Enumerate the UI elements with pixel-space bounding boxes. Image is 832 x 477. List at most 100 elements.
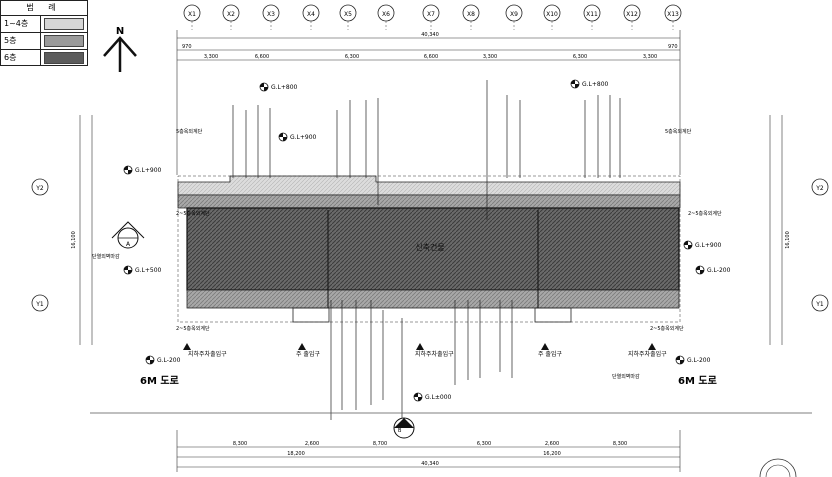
grid-bubble-x5: X5 xyxy=(339,4,357,30)
level-label: G.L±000 xyxy=(425,394,452,401)
grid-label: X10 xyxy=(546,11,558,18)
grid-label: X6 xyxy=(382,11,390,18)
dim-top-sub-left: 970 xyxy=(182,44,192,50)
dim-bot-seg-4: 6,300 xyxy=(477,441,491,447)
section-marker-bottom: B xyxy=(393,417,415,439)
side-note-8: 단열외벽마감 xyxy=(612,373,640,380)
level-marker-gl-000: G.L±000 xyxy=(413,392,452,402)
grid-bubble-x12: X12 xyxy=(623,4,641,30)
legend-swatch-3 xyxy=(44,52,84,64)
level-marker-gl-800-left: G.L+800 xyxy=(259,82,298,92)
stamp-icon xyxy=(759,458,797,477)
dim-bot-seg-5: 2,600 xyxy=(545,441,559,447)
dim-top-seg-6: 6,300 xyxy=(573,54,587,60)
entrance-right: 지하주차출입구 xyxy=(628,350,667,358)
grid-label: X9 xyxy=(510,11,518,18)
dim-top-seg-2: 6,600 xyxy=(255,54,269,60)
dim-top-seg-1: 3,300 xyxy=(204,54,218,60)
dim-bot-seg-3: 8,700 xyxy=(373,441,387,447)
legend-label-1: 1~4층 xyxy=(1,16,41,32)
level-marker-gl-800-right: G.L+800 xyxy=(570,79,609,89)
side-note-4: 2~5층옥외계단 xyxy=(650,325,684,332)
level-label: G.L-200 xyxy=(707,267,731,274)
center-room-label: 신축건물 xyxy=(415,242,444,252)
grid-label: Y1 xyxy=(35,301,44,308)
entrance-main-2: 주 출입구 xyxy=(538,350,562,358)
grid-label: X1 xyxy=(188,11,196,18)
level-marker-gl-200-right: G.L-200 xyxy=(695,265,731,275)
grid-bubble-y2-l: Y2 xyxy=(31,178,49,196)
legend-row-2: 5층 xyxy=(1,33,87,50)
section-marker-left: A xyxy=(111,221,145,249)
dim-right-total: 16,100 xyxy=(785,231,791,249)
side-note-5: 5층옥외계단 xyxy=(176,128,203,135)
dim-bot-half-1: 18,200 xyxy=(287,451,305,457)
grid-label: Y2 xyxy=(815,185,824,192)
grid-bubble-x11: X11 xyxy=(583,4,601,30)
grid-bubble-y2-r: Y2 xyxy=(811,178,829,196)
grid-bubble-x7: X7 xyxy=(422,4,440,30)
bottom-dimensions xyxy=(176,430,681,472)
dim-top-seg-3: 6,300 xyxy=(345,54,359,60)
grid-bubble-x1: X1 xyxy=(183,4,201,30)
dim-bot-seg-1: 8,300 xyxy=(233,441,247,447)
dim-bot-seg-2: 2,600 xyxy=(305,441,319,447)
bottom-note-leaders xyxy=(330,300,513,425)
grid-label: X7 xyxy=(427,11,435,18)
road-label-right: 6M 도로 xyxy=(678,375,717,387)
north-arrow-icon: N xyxy=(103,26,137,72)
grid-label: X5 xyxy=(344,11,352,18)
dim-bot-total: 40,340 xyxy=(421,461,439,467)
legend-swatch-2 xyxy=(44,35,84,47)
grid-label: X12 xyxy=(626,11,638,18)
entrance-main: 주 출입구 xyxy=(296,350,320,358)
grid-bubble-y1-r: Y1 xyxy=(811,294,829,312)
side-note-1: 2~5층옥외계단 xyxy=(176,210,210,217)
grid-bubble-x4: X4 xyxy=(302,4,320,30)
grid-label: X8 xyxy=(467,11,475,18)
grid-label: X11 xyxy=(586,11,598,18)
legend-box: 범 례 1~4층 5층 6층 xyxy=(0,0,88,66)
entrance-markers xyxy=(183,343,656,350)
grid-label: X4 xyxy=(307,11,315,18)
entrance-left-2: 지하주차출입구 xyxy=(415,350,454,358)
level-marker-gl-900-b: G.L+900 xyxy=(123,165,162,175)
grid-label: X13 xyxy=(667,11,679,18)
grid-bubble-x9: X9 xyxy=(505,4,523,30)
level-label: G.L+500 xyxy=(135,267,162,274)
dim-top-total: 40,340 xyxy=(421,32,439,38)
grid-bubble-x8: X8 xyxy=(462,4,480,30)
level-marker-gl-200-side: G.L-200 xyxy=(675,355,711,365)
legend-label-3: 6층 xyxy=(1,50,41,66)
legend-label-2: 5층 xyxy=(1,33,41,49)
grid-label: X3 xyxy=(267,11,275,18)
legend-row-1: 1~4층 xyxy=(1,16,87,33)
section-b: B xyxy=(398,428,402,434)
dim-top-seg-7: 3,300 xyxy=(643,54,657,60)
grid-label: Y1 xyxy=(815,301,824,308)
legend-row-3: 6층 xyxy=(1,50,87,66)
grid-bubble-x3: X3 xyxy=(262,4,280,30)
section-a: A xyxy=(126,241,131,248)
side-note-6: 5층옥외계단 xyxy=(665,128,692,135)
level-label: G.L-200 xyxy=(687,357,711,364)
dim-top-seg-5: 3,300 xyxy=(483,54,497,60)
grid-bubble-x13: X13 xyxy=(664,4,682,30)
level-label: G.L+900 xyxy=(135,167,162,174)
level-label: G.L+800 xyxy=(271,84,298,91)
legend-title: 범 례 xyxy=(1,1,87,16)
grid-bubble-x6: X6 xyxy=(377,4,395,30)
level-label: G.L+900 xyxy=(290,134,317,141)
top-note-leaders xyxy=(232,80,621,220)
grid-bubble-x10: X10 xyxy=(543,4,561,30)
north-label: N xyxy=(116,26,124,37)
level-marker-gl-900-a: G.L+900 xyxy=(278,132,317,142)
dim-bot-half-2: 16,200 xyxy=(543,451,561,457)
top-dimensions xyxy=(176,30,681,175)
dim-top-seg-4: 6,600 xyxy=(424,54,438,60)
level-label: G.L+800 xyxy=(582,81,609,88)
